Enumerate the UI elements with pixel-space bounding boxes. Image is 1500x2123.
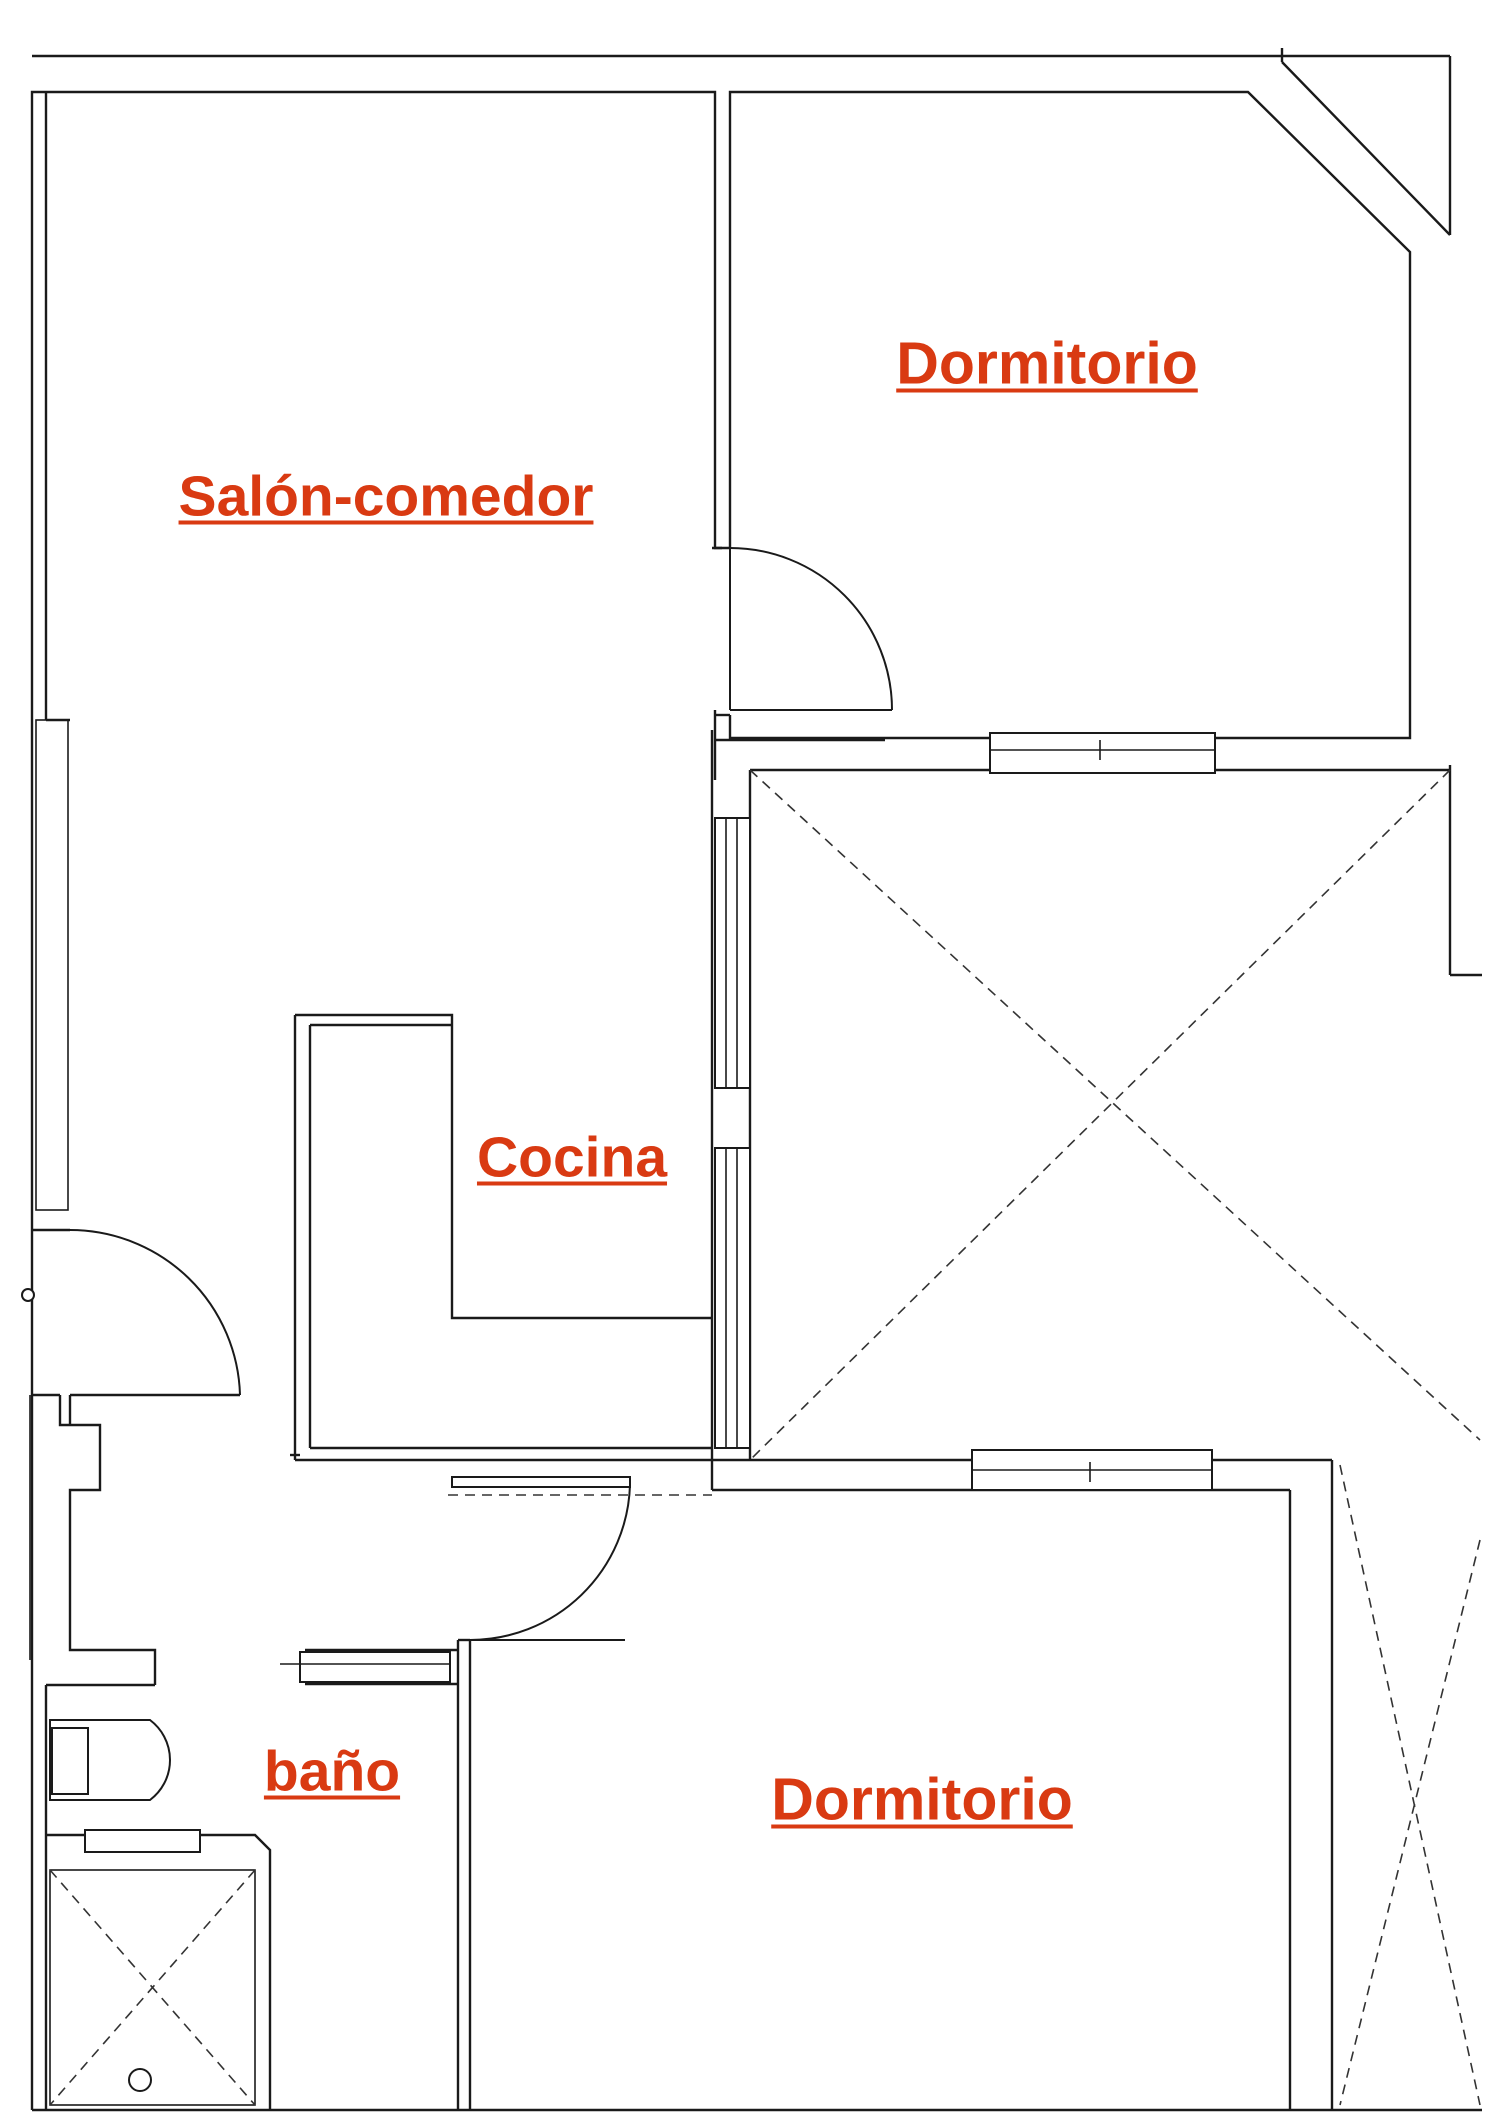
room-label-cocina: Cocina	[476, 1125, 668, 1190]
room-label-bano: baño	[263, 1739, 401, 1804]
patio-void	[749, 769, 1481, 2106]
bathroom	[44, 1648, 458, 2110]
bedroom-1-walls	[712, 90, 1450, 774]
room-label-dormitorio-1: Dormitorio	[896, 330, 1198, 397]
kitchen-counter	[290, 1013, 712, 1462]
central-partition	[710, 730, 1334, 2110]
room-label-dormitorio-2: Dormitorio	[771, 1766, 1073, 1833]
bedroom-2-walls	[456, 1449, 1213, 2110]
doors	[21, 547, 893, 1660]
room-label-salon-comedor: Salón-comedor	[178, 464, 594, 529]
outer-boundary	[32, 48, 1482, 2112]
